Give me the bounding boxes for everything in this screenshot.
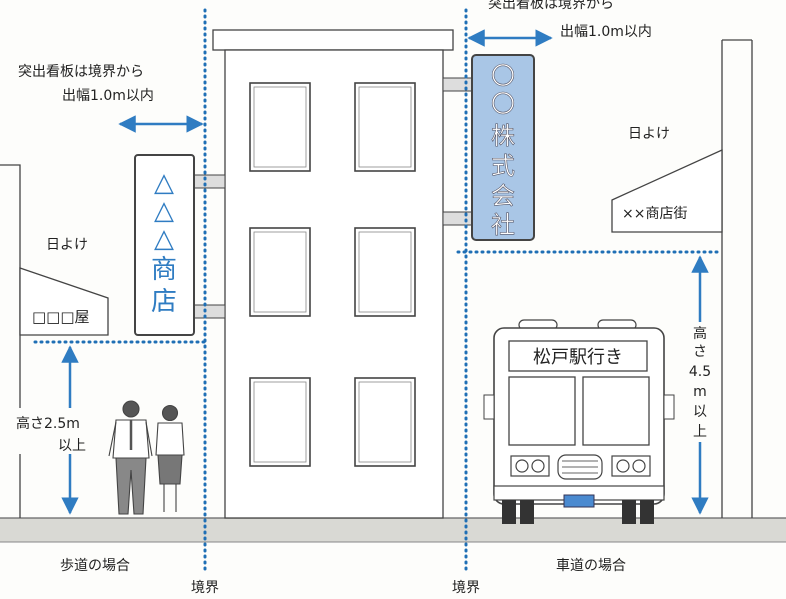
caption-sidewalk: 歩道の場合 xyxy=(60,558,130,574)
bus-destination-text: 松戸駅行き xyxy=(533,347,623,368)
boundary-label-right: 境界 xyxy=(452,580,480,596)
left-awning xyxy=(19,267,109,336)
left-sign-char-1: △ xyxy=(154,168,174,198)
height-label-right-1: 高 xyxy=(693,325,707,342)
right-sign-bracket-bottom xyxy=(442,211,476,226)
awning-label-right: 日よけ xyxy=(628,126,670,142)
right-sign-text: 〇 〇 株 式 会 社 xyxy=(491,62,516,240)
pedestrian-man xyxy=(108,400,153,515)
projection-rule-right-line2: 出幅1.0m以内 xyxy=(560,24,652,40)
left-sign-bracket-top xyxy=(192,174,226,189)
left-sign-text: △ △ △ 商 店 xyxy=(151,168,177,317)
height-label-right-4: m xyxy=(693,384,707,400)
left-building xyxy=(0,164,21,518)
left-sign-char-2: △ xyxy=(154,196,174,226)
left-sign-char-3: △ xyxy=(154,224,174,254)
central-building xyxy=(212,29,454,519)
height-label-right-6: 上 xyxy=(693,424,707,440)
height-label-right-5: 以 xyxy=(693,404,707,420)
right-sign-char-1: 〇 xyxy=(491,62,515,90)
ground-strip xyxy=(0,518,786,542)
awning-label-left: 日よけ xyxy=(46,237,88,253)
right-projecting-sign xyxy=(471,54,535,241)
left-projecting-sign xyxy=(134,154,195,336)
right-building xyxy=(721,39,753,518)
left-sign-char-5: 店 xyxy=(151,287,177,317)
right-sign-char-2: 〇 xyxy=(491,90,515,118)
projection-rule-right-line1: 突出看板は境界から xyxy=(488,0,614,12)
projection-rule-left-line2: 出幅1.0m以内 xyxy=(62,88,154,104)
right-sign-char-3: 株 xyxy=(491,122,515,150)
height-label-right: 高 さ 4.5 m 以 上 xyxy=(689,325,711,440)
height-label-right-2: さ xyxy=(693,344,707,360)
pedestrian-woman xyxy=(155,404,185,512)
left-awning-sign-text: □□□屋 xyxy=(32,308,90,326)
bus: 松戸駅行き xyxy=(483,319,675,524)
height-label-left-line1: 高さ2.5m xyxy=(16,415,80,432)
right-sign-bracket-top xyxy=(442,77,476,92)
height-label-right-3: 4.5 xyxy=(689,364,711,380)
caption-roadway: 車道の場合 xyxy=(556,557,626,574)
height-label-left-line2: 以上 xyxy=(58,438,86,454)
right-sign-char-5: 会 xyxy=(491,182,515,210)
left-sign-bracket-bottom xyxy=(192,304,226,319)
right-sign-char-4: 式 xyxy=(491,152,515,180)
right-awning-sign-text: ××商店街 xyxy=(622,206,687,222)
right-awning xyxy=(611,148,723,233)
projection-rule-left-line1: 突出看板は境界から xyxy=(18,64,144,80)
left-sign-char-4: 商 xyxy=(151,255,177,285)
boundary-label-left: 境界 xyxy=(191,580,219,596)
right-sign-char-6: 社 xyxy=(491,211,515,239)
